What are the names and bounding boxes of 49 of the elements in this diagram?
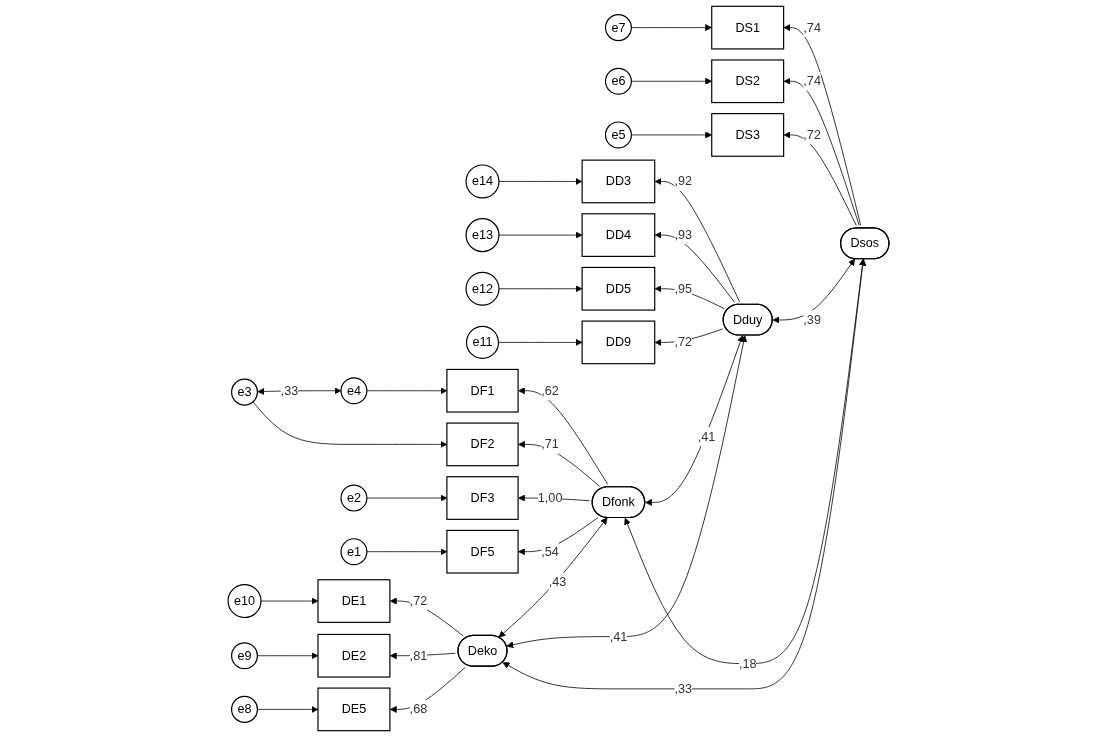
edge-label: ,18 — [738, 656, 757, 670]
node-box: DD5 — [581, 266, 656, 311]
node-box: DF3 — [446, 476, 519, 520]
edge-label: ,71 — [541, 437, 559, 451]
edge-label: ,72 — [803, 127, 821, 142]
node-circle: e12 — [465, 271, 500, 306]
node-circle: e11 — [465, 325, 500, 359]
node-box: DF2 — [446, 422, 519, 467]
node-box: DD3 — [581, 159, 656, 204]
edge-label: ,72 — [674, 335, 693, 349]
node-circle: e1 — [340, 538, 368, 566]
node-circle: e9 — [231, 642, 259, 670]
node-box: DS1 — [711, 5, 785, 50]
node-box: DD9 — [581, 320, 656, 365]
edge-label: ,72 — [409, 593, 428, 608]
edge-label: ,41 — [697, 429, 716, 444]
edge-label: ,39 — [803, 312, 821, 326]
node-box: DS2 — [711, 59, 785, 104]
node-box: DF5 — [446, 529, 519, 574]
node-circle: e4 — [340, 377, 368, 405]
node-circle: e2 — [340, 484, 368, 512]
edge-label: ,33 — [674, 681, 693, 696]
edge-label: ,74 — [803, 74, 821, 88]
node-circle: e14 — [465, 164, 500, 199]
edge-label: ,62 — [541, 383, 559, 398]
edge-label: ,68 — [409, 702, 428, 716]
node-circle: e3 — [231, 378, 259, 406]
node-circle: e7 — [604, 14, 632, 42]
node-circle: e8 — [231, 695, 259, 723]
node-circle: e5 — [604, 121, 632, 149]
node-box: DE5 — [317, 687, 391, 732]
edge-label: ,54 — [541, 544, 559, 559]
edge-label: ,81 — [409, 648, 428, 663]
edge-label: ,74 — [803, 20, 821, 34]
edge-label: ,33 — [280, 383, 299, 398]
edge-label: ,41 — [609, 629, 628, 643]
edge-label: ,92 — [674, 174, 693, 188]
edge-label: 1,00 — [537, 490, 563, 505]
node-box: DD4 — [581, 213, 656, 257]
edge-label: ,93 — [674, 227, 693, 242]
edge-label: ,95 — [674, 281, 693, 296]
node-circle: e6 — [604, 67, 632, 95]
node-box: DS3 — [711, 113, 785, 157]
node-circle: e13 — [465, 218, 500, 253]
node-box: DE1 — [317, 579, 391, 623]
edge-label: ,43 — [548, 574, 567, 589]
node-box: DF1 — [446, 368, 519, 413]
node-box: DE2 — [317, 633, 391, 678]
node-circle: e10 — [227, 584, 262, 619]
